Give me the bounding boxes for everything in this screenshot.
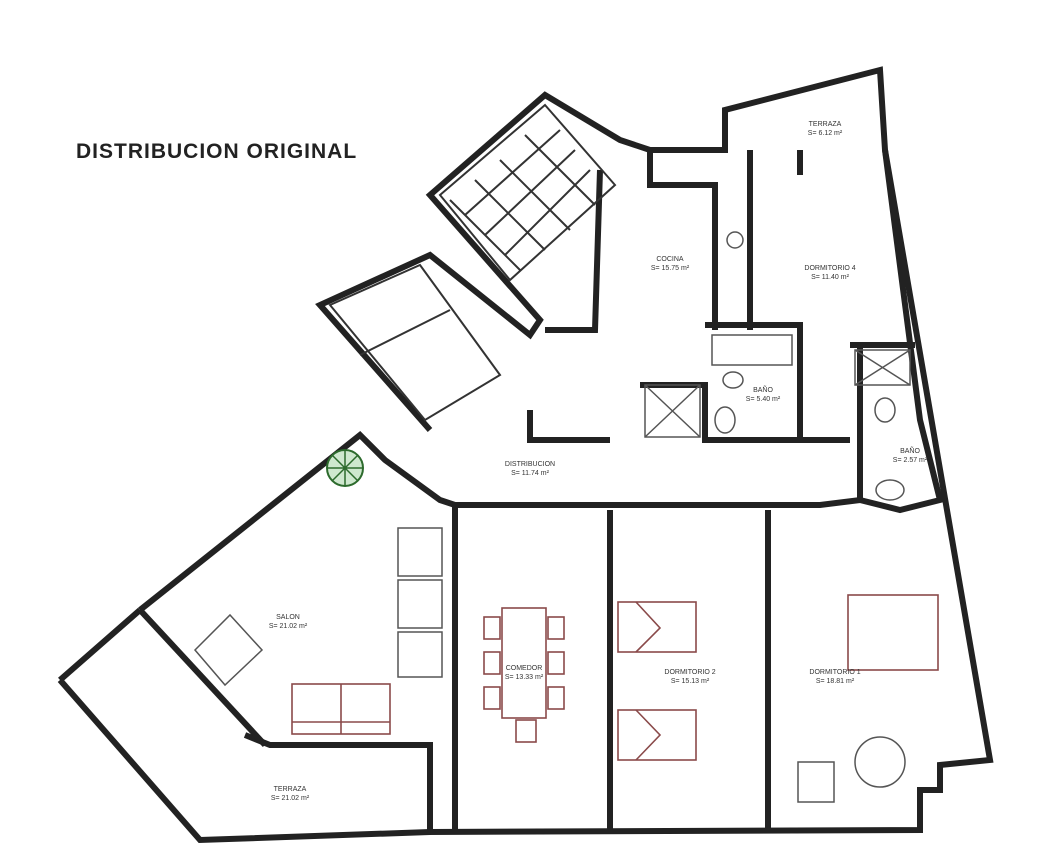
room-name: COMEDOR xyxy=(506,665,543,672)
room-area: S= 15.75 m² xyxy=(651,265,690,272)
room-labels: TERRAZA S= 6.12 m² COCINA S= 15.75 m² DO… xyxy=(269,121,928,802)
room-name: DORMITORIO 4 xyxy=(804,265,855,272)
staircase xyxy=(328,103,617,422)
room-name: DORMITORIO 1 xyxy=(809,669,860,676)
bathroom-fixtures xyxy=(644,231,911,501)
room-area: S= 5.40 m² xyxy=(746,396,781,403)
plan-title: DISTRIBUCION ORIGINAL xyxy=(76,140,358,163)
spiral-stair-icon xyxy=(326,449,364,487)
room-area: S= 18.81 m² xyxy=(816,678,855,685)
furniture xyxy=(193,527,939,803)
cocina-wall xyxy=(647,150,718,330)
room-name: BAÑO xyxy=(900,446,920,455)
room-area: S= 6.12 m² xyxy=(808,130,843,137)
room-name: TERRAZA xyxy=(274,786,307,793)
room-area: S= 13.33 m² xyxy=(505,674,544,681)
right-exterior-wall xyxy=(243,149,994,836)
room-name: BAÑO xyxy=(753,385,773,394)
terraza-wall xyxy=(57,607,431,844)
room-name: DISTRIBUCION xyxy=(505,461,555,468)
room-area: S= 15.13 m² xyxy=(671,678,710,685)
room-name: COCINA xyxy=(656,256,684,263)
exterior-wall xyxy=(138,66,944,613)
room-area: S= 2.57 m² xyxy=(893,457,928,464)
room-name: TERRAZA xyxy=(809,121,842,128)
interior-walls xyxy=(452,150,915,832)
room-area: S= 11.40 m² xyxy=(811,274,849,281)
room-area: S= 11.74 m² xyxy=(511,470,549,477)
salon-terraza-wall xyxy=(137,607,268,748)
room-area: S= 21.02 m² xyxy=(269,623,308,630)
room-name: DORMITORIO 2 xyxy=(664,669,715,676)
room-area: S= 21.02 m² xyxy=(271,795,310,802)
room-name: SALON xyxy=(276,614,300,621)
